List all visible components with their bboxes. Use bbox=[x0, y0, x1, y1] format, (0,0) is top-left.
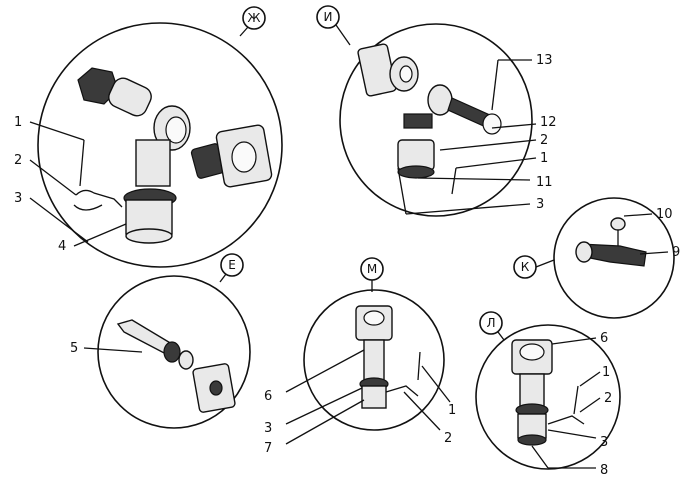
view-zh-callout-1: 1 bbox=[14, 115, 22, 130]
view-k: К 10 9 bbox=[513, 197, 680, 319]
view-m-callout-1: 1 bbox=[448, 403, 456, 418]
view-e-nipple-assembly bbox=[116, 319, 236, 413]
view-e-tag-circle bbox=[220, 253, 244, 277]
view-i-callout-1: 1 bbox=[540, 151, 548, 166]
view-l-fitting bbox=[511, 339, 585, 446]
view-zh-tag-circle bbox=[242, 6, 266, 30]
view-k-clamp bbox=[575, 217, 647, 267]
view-zh-tag: Ж bbox=[248, 11, 261, 25]
view-k-callout-10: 10 bbox=[656, 207, 673, 222]
view-m-callout-2: 2 bbox=[444, 431, 452, 446]
view-zh-tee-fitting bbox=[77, 67, 191, 244]
view-i-callout-3: 3 bbox=[536, 197, 544, 212]
view-i: И 13 12 2 1 11 3 bbox=[316, 5, 557, 217]
view-m-callout-6: 6 bbox=[264, 389, 272, 404]
view-i-circle bbox=[339, 23, 533, 217]
view-m: М 6 3 7 1 2 bbox=[264, 257, 456, 456]
view-l-callout-3: 3 bbox=[600, 435, 608, 450]
view-k-tag: К bbox=[521, 260, 530, 274]
view-l-tag: Л bbox=[486, 316, 495, 330]
view-zh-circle bbox=[37, 22, 283, 268]
view-l-callout-8: 8 bbox=[600, 463, 608, 478]
view-zh-cotter-pin bbox=[73, 139, 123, 211]
view-i-callout-11: 11 bbox=[536, 175, 553, 190]
view-i-callout-13: 13 bbox=[536, 53, 553, 68]
view-zh-callout-2: 2 bbox=[14, 153, 22, 168]
view-l-tag-circle bbox=[479, 311, 503, 335]
view-e-callout-5: 5 bbox=[70, 341, 78, 356]
view-i-tag: И bbox=[324, 10, 333, 24]
view-zh-callout-4: 4 bbox=[58, 239, 66, 254]
view-k-circle bbox=[553, 197, 675, 319]
view-m-circle bbox=[303, 289, 445, 431]
view-m-callout-7: 7 bbox=[264, 441, 272, 456]
view-k-callout-9: 9 bbox=[672, 245, 680, 260]
view-i-assembly bbox=[357, 43, 502, 195]
view-e-circle bbox=[97, 275, 251, 429]
view-l-callout-2: 2 bbox=[604, 391, 612, 406]
view-m-fitting bbox=[355, 305, 421, 409]
view-l: Л 6 1 2 3 8 bbox=[475, 311, 621, 478]
view-zh-union-nut bbox=[190, 124, 273, 188]
view-l-callout-1: 1 bbox=[602, 365, 610, 380]
view-i-tag-circle bbox=[316, 5, 340, 29]
view-zh-callout-3: 3 bbox=[14, 191, 22, 206]
view-m-callout-3: 3 bbox=[264, 421, 272, 436]
view-e: Е 5 bbox=[70, 253, 251, 429]
view-i-callout-12: 12 bbox=[540, 115, 557, 130]
view-e-tag: Е bbox=[228, 258, 236, 272]
view-l-callout-6: 6 bbox=[600, 331, 608, 346]
view-i-callout-2: 2 bbox=[540, 133, 548, 148]
view-zh: Ж 1 2 3 4 bbox=[14, 6, 283, 268]
view-l-circle bbox=[475, 324, 621, 470]
view-m-tag: М bbox=[367, 262, 377, 276]
